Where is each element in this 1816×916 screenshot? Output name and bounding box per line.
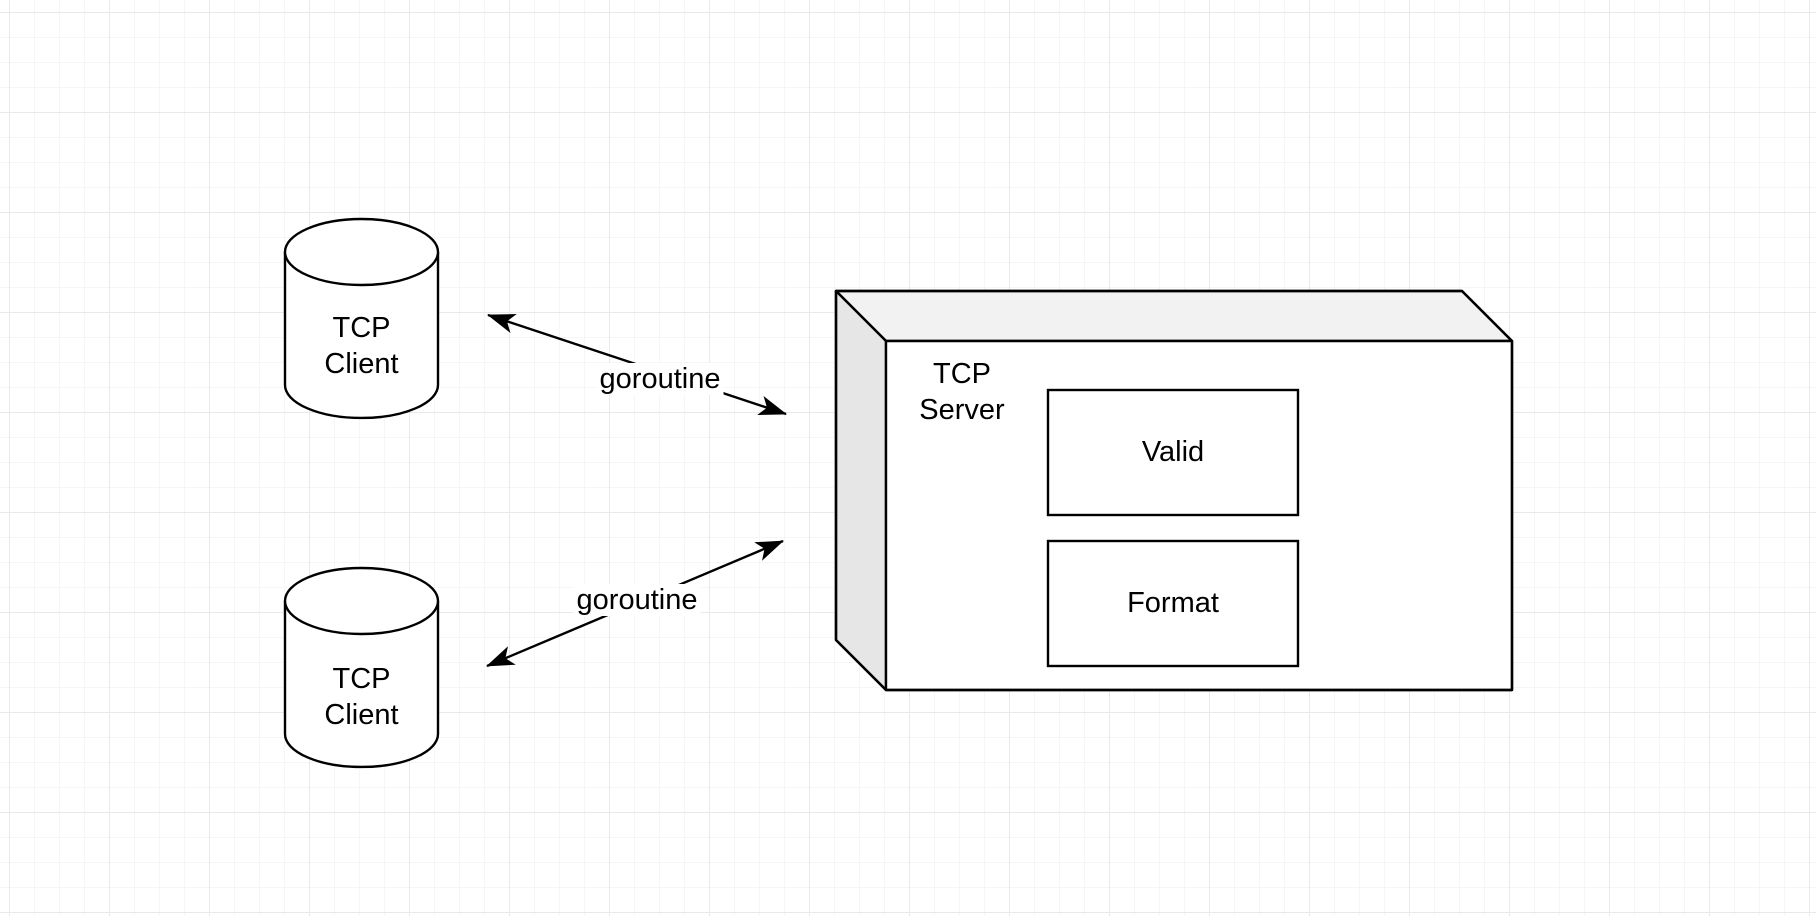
valid-box[interactable]	[1046, 388, 1300, 517]
goroutine-edge-1[interactable]	[487, 313, 787, 416]
goroutine-edge-2[interactable]	[486, 539, 784, 668]
tcp-client-1-cylinder[interactable]	[283, 217, 440, 420]
format-box[interactable]	[1046, 539, 1300, 668]
tcp-client-2-cylinder[interactable]	[283, 566, 440, 769]
